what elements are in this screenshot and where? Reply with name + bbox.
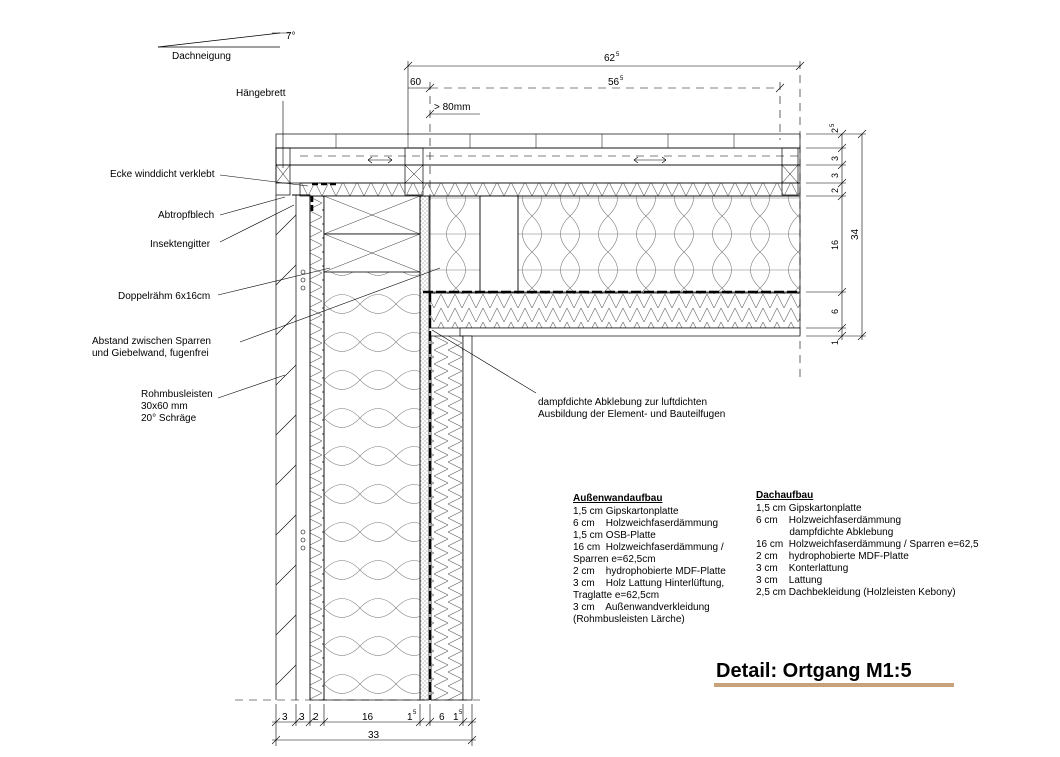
dim-right-2: 3: [830, 156, 840, 161]
callout-abstand-2: und Giebelwand, fugenfrei: [92, 348, 209, 359]
wall-osb-board: [419, 195, 430, 701]
dim-right-1: 2: [830, 128, 840, 133]
wall-legend-row: Traglatte e=62,5cm: [573, 590, 660, 601]
pitch-indicator: 7° Dachneigung: [157, 31, 296, 62]
pitch-angle: 7°: [286, 31, 296, 42]
callout-rohmbus-2: 30x60 mm: [141, 401, 188, 412]
wall-legend-row: 1,5 cm OSB-Platte: [573, 530, 656, 541]
wall-wood-fibre-board: [430, 335, 464, 701]
wall-legend-row: Sparren e=62,5cm: [573, 554, 656, 565]
roof-plasterboard: [459, 327, 801, 337]
callout-doppelraehm: Doppelrähm 6x16cm: [118, 291, 210, 302]
dim-gap: > 80mm: [434, 102, 470, 113]
roof-buildup-legend: Dachaufbau 1,5 cm Gipskartonplatte 6 cm …: [756, 490, 979, 599]
double-top-plate: [323, 195, 421, 273]
dim-bottom-7-sup: 5: [459, 710, 463, 716]
roof-legend-row: 2,5 cm Dachbekleidung (Holzleisten Kebon…: [756, 587, 956, 598]
callout-abstand-1: Abstand zwischen Sparren: [92, 336, 211, 347]
dim-left-top: 60: [410, 77, 422, 88]
callout-abklebung-2: Ausbildung der Element- und Bauteilfugen: [538, 409, 725, 420]
dim-bottom-7: 1: [453, 712, 459, 723]
roof-legend-row: 1,5 cm Gipskartonplatte: [756, 503, 862, 514]
dim-bottom-5-sup: 5: [413, 710, 417, 716]
dim-right-5: 16: [830, 240, 840, 250]
dim-right-total: 34: [850, 228, 861, 240]
wall-legend-row: (Rohmbusleisten Lärche): [573, 614, 685, 625]
dim-bottom-1: 3: [282, 712, 288, 723]
title-underline: [714, 683, 954, 687]
dim-bottom-3: 2: [313, 712, 319, 723]
wall-legend-row: 6 cm Holzweichfaserdämmung: [573, 518, 719, 529]
roof-legend-row: 3 cm Lattung: [756, 575, 823, 586]
wall-legend-heading: Außenwandaufbau: [573, 493, 663, 504]
dim-right-3: 3: [830, 173, 840, 178]
dim-bottom-2: 3: [299, 712, 305, 723]
roof-legend-row: 6 cm Holzweichfaserdämmung: [756, 515, 902, 526]
roof-legend-row: 2 cm hydrophobierte MDF-Platte: [756, 551, 909, 562]
wall-buildup-legend: Außenwandaufbau 1,5 cm Gipskartonplatte …: [573, 493, 726, 626]
callout-rohmbus-3: 20° Schräge: [141, 413, 197, 424]
callout-rohmbus-1: Rohmbusleisten: [141, 389, 213, 400]
dim-bottom-4: 16: [362, 712, 374, 723]
roof-wood-fibre-board: [429, 292, 801, 329]
roof-legend-row: 3 cm Konterlattung: [756, 563, 849, 574]
wall-plasterboard: [462, 335, 473, 701]
callout-abklebung-1: dampfdichte Abklebung zur luftdichten: [538, 397, 707, 408]
right-dimensions: [806, 129, 867, 341]
roof-legend-row: dampfdichte Abklebung: [756, 527, 894, 538]
dim-total-top: 62: [604, 53, 616, 64]
dim-bottom-6: 6: [439, 712, 445, 723]
dim-right-1-sup: 5: [830, 123, 836, 127]
bottom-dimensions: [271, 704, 477, 746]
rafter: [479, 195, 519, 293]
dim-bottom-5: 1: [407, 712, 413, 723]
drawing-title: Detail: Ortgang M1:5: [716, 660, 912, 682]
dim-right-4: 2: [830, 188, 840, 193]
pitch-label: Dachneigung: [172, 51, 231, 62]
dim-right-6: 6: [830, 309, 840, 314]
callout-insektengitter: Insektengitter: [150, 239, 211, 250]
leader-lines: [217, 101, 537, 399]
wall-ventilation-gap: [300, 269, 306, 551]
corner-seal: [310, 182, 338, 214]
dim-total-top-sup: 5: [616, 52, 620, 58]
wall-insulation: [323, 195, 421, 701]
wall-legend-row: 3 cm Holz Lattung Hinterlüftung,: [573, 578, 725, 589]
callout-abtropfblech: Abtropfblech: [158, 210, 214, 221]
dim-inner-top-sup: 5: [620, 76, 624, 82]
callout-ecke: Ecke winddicht verklebt: [110, 169, 215, 180]
dim-bottom-total: 33: [368, 730, 380, 741]
roof-legend-heading: Dachaufbau: [756, 490, 814, 501]
dim-inner-top: 56: [608, 77, 620, 88]
wall-legend-row: 16 cm Holzweichfaserdämmung /: [573, 542, 724, 553]
wall-legend-row: 3 cm Außenwandverkleidung: [573, 602, 710, 613]
dim-right-7: 1: [830, 340, 840, 345]
roof-mdf-board: [299, 182, 801, 197]
wall-legend-row: 2 cm hydrophobierte MDF-Platte: [573, 566, 726, 577]
wall-mdf-board: [309, 195, 325, 701]
roof-legend-row: 16 cm Holzweichfaserdämmung / Sparren e=…: [756, 539, 979, 550]
wall-legend-row: 1,5 cm Gipskartonplatte: [573, 506, 679, 517]
drip-edge: [292, 194, 311, 200]
callout-haengebrett: Hängebrett: [236, 88, 286, 99]
